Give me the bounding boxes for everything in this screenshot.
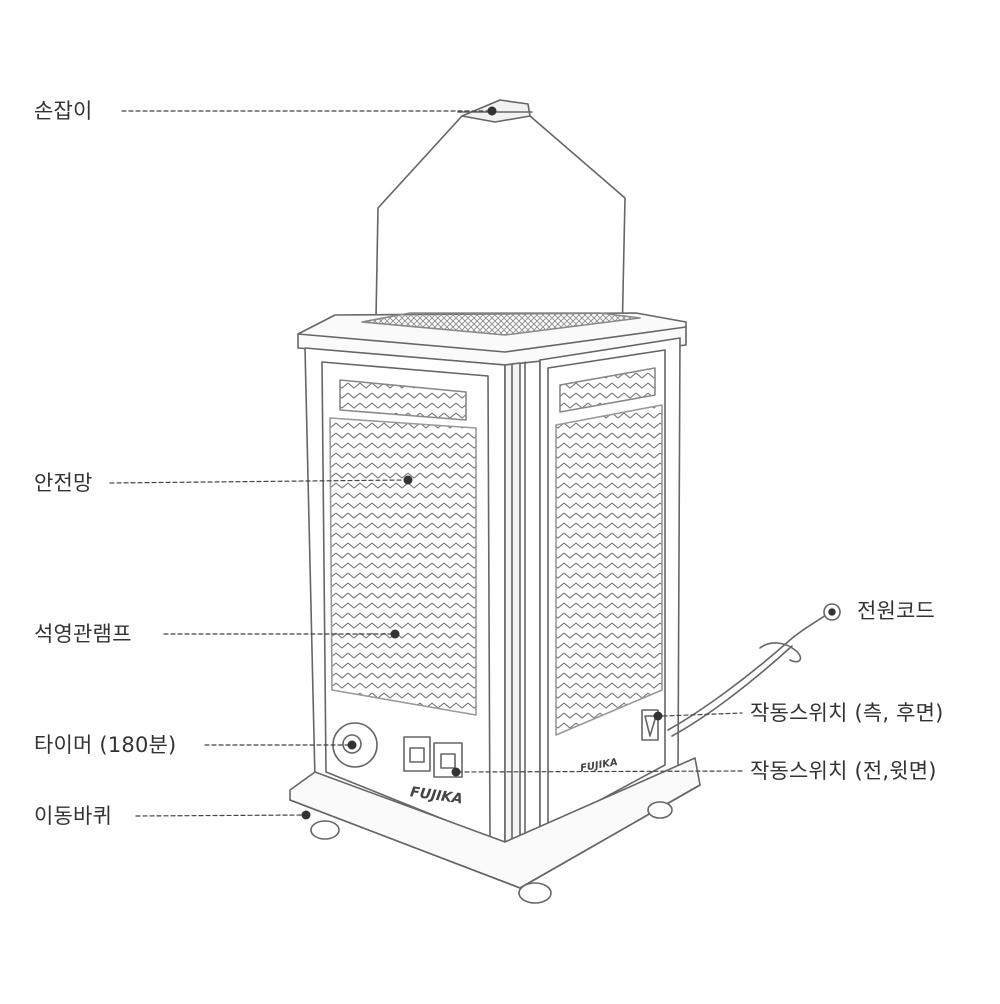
front-panel: [304, 347, 506, 851]
label-power-cord: 전원코드: [857, 599, 936, 623]
label-switch-side-rear: 작동스위치 (측, 후면): [750, 701, 944, 725]
base: [289, 757, 701, 904]
label-timer: 타이머 (180분): [34, 733, 177, 757]
handle-part: [375, 99, 626, 341]
label-handle: 손잡이: [34, 99, 93, 123]
brand-logo-front: FUJIKA: [409, 784, 464, 807]
leader-dots: [301, 106, 836, 820]
leader-lines: [109, 110, 743, 817]
corner-pillar: [504, 359, 541, 851]
label-quartz-lamp: 석영관램프: [34, 622, 132, 646]
label-switch-front-top: 작동스위치 (전,윗면): [750, 759, 937, 783]
side-panel: [539, 337, 681, 844]
label-wheels: 이동바퀴: [34, 804, 113, 828]
front-switches: [403, 736, 463, 778]
label-safety-grille: 안전망: [34, 471, 93, 495]
